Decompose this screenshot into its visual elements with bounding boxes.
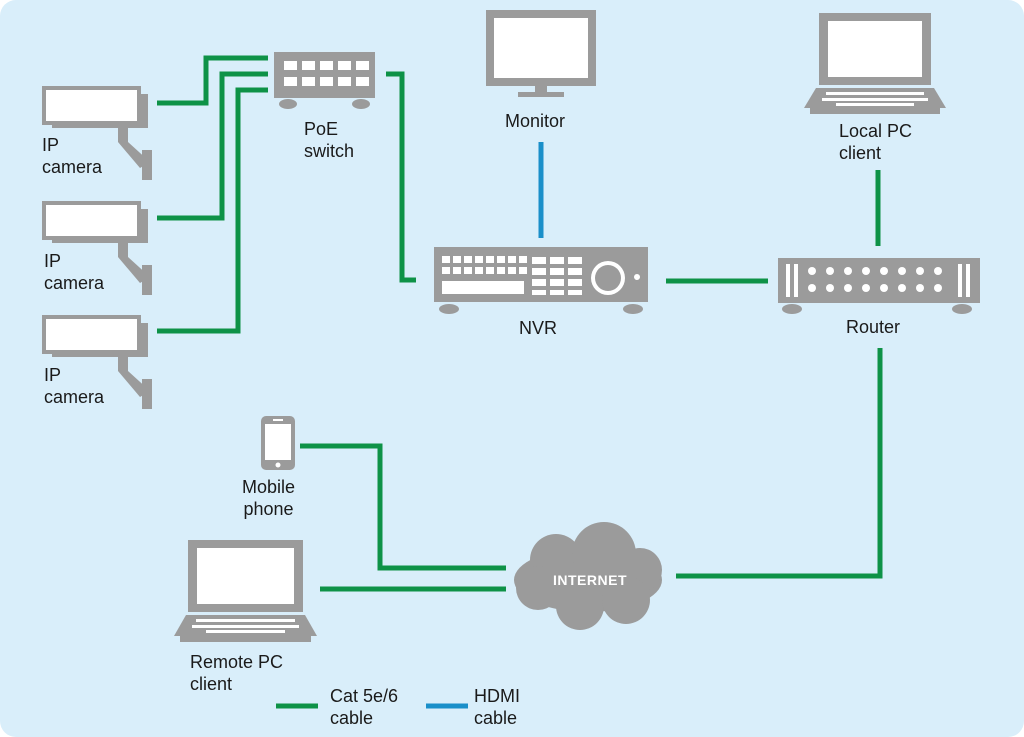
poe-switch-label: PoE switch (304, 118, 354, 162)
ip-camera-3-label-line1: IP (44, 365, 62, 385)
legend-hdmi-label-line1: HDMI (474, 686, 520, 706)
local-pc-label: Local PC client (839, 120, 912, 164)
ip-camera-2-icon (42, 201, 152, 295)
ip-camera-1-icon (42, 86, 152, 180)
legend-hdmi-label-line2: cable (474, 708, 518, 728)
poe-switch-label-line1: PoE (304, 119, 339, 139)
cable-camera2-switch (157, 71, 268, 221)
monitor-label: Monitor (505, 111, 566, 131)
nvr-label: NVR (519, 318, 558, 338)
remote-pc-icon (174, 540, 317, 642)
remote-pc-label: Remote PC client (190, 651, 283, 695)
mobile-phone-label: Mobile phone (242, 476, 295, 520)
legend-cat-label-line2: cable (330, 708, 374, 728)
poe-switch-label-line2: switch (304, 141, 355, 161)
cable-camera3-switch (157, 87, 268, 334)
ip-camera-2-label-line1: IP (44, 251, 62, 271)
router-icon (778, 258, 980, 314)
ip-camera-1-label-line2: camera (42, 157, 103, 177)
poe-switch-icon (274, 52, 375, 109)
internet-label: INTERNET (553, 572, 627, 588)
monitor-icon (486, 10, 596, 97)
legend-hdmi-label: HDMI cable (474, 685, 520, 729)
ip-camera-1-label-line1: IP (42, 135, 60, 155)
ip-camera-2-label-line2: camera (44, 273, 105, 293)
cat-cables (157, 55, 883, 592)
ip-camera-2-label: IP camera (44, 250, 104, 294)
internet-cloud-icon (514, 522, 662, 630)
remote-pc-label-line2: client (190, 674, 233, 694)
nvr-icon (434, 247, 648, 314)
remote-pc-label-line1: Remote PC (190, 652, 284, 672)
legend-cat-label: Cat 5e/6 cable (330, 685, 398, 729)
local-pc-icon (804, 13, 946, 114)
local-pc-label-line2: client (839, 143, 882, 163)
cable-router-internet (676, 348, 883, 579)
legend-cat-label-line1: Cat 5e/6 (330, 686, 399, 706)
ip-camera-3-label-line2: camera (44, 387, 105, 407)
cable-switch-nvr (386, 71, 416, 283)
cable-mobile-internet (300, 443, 506, 571)
ip-camera-3-label: IP camera (44, 364, 104, 408)
mobile-phone-label-line1: Mobile (242, 477, 296, 497)
ip-camera-1-label: IP camera (42, 134, 102, 178)
router-label: Router (846, 317, 901, 337)
mobile-phone-icon (261, 416, 295, 470)
ip-camera-3-icon (42, 315, 152, 409)
mobile-phone-label-line2: phone (243, 499, 294, 519)
cable-camera1-switch (157, 55, 268, 106)
local-pc-label-line1: Local PC (839, 121, 913, 141)
